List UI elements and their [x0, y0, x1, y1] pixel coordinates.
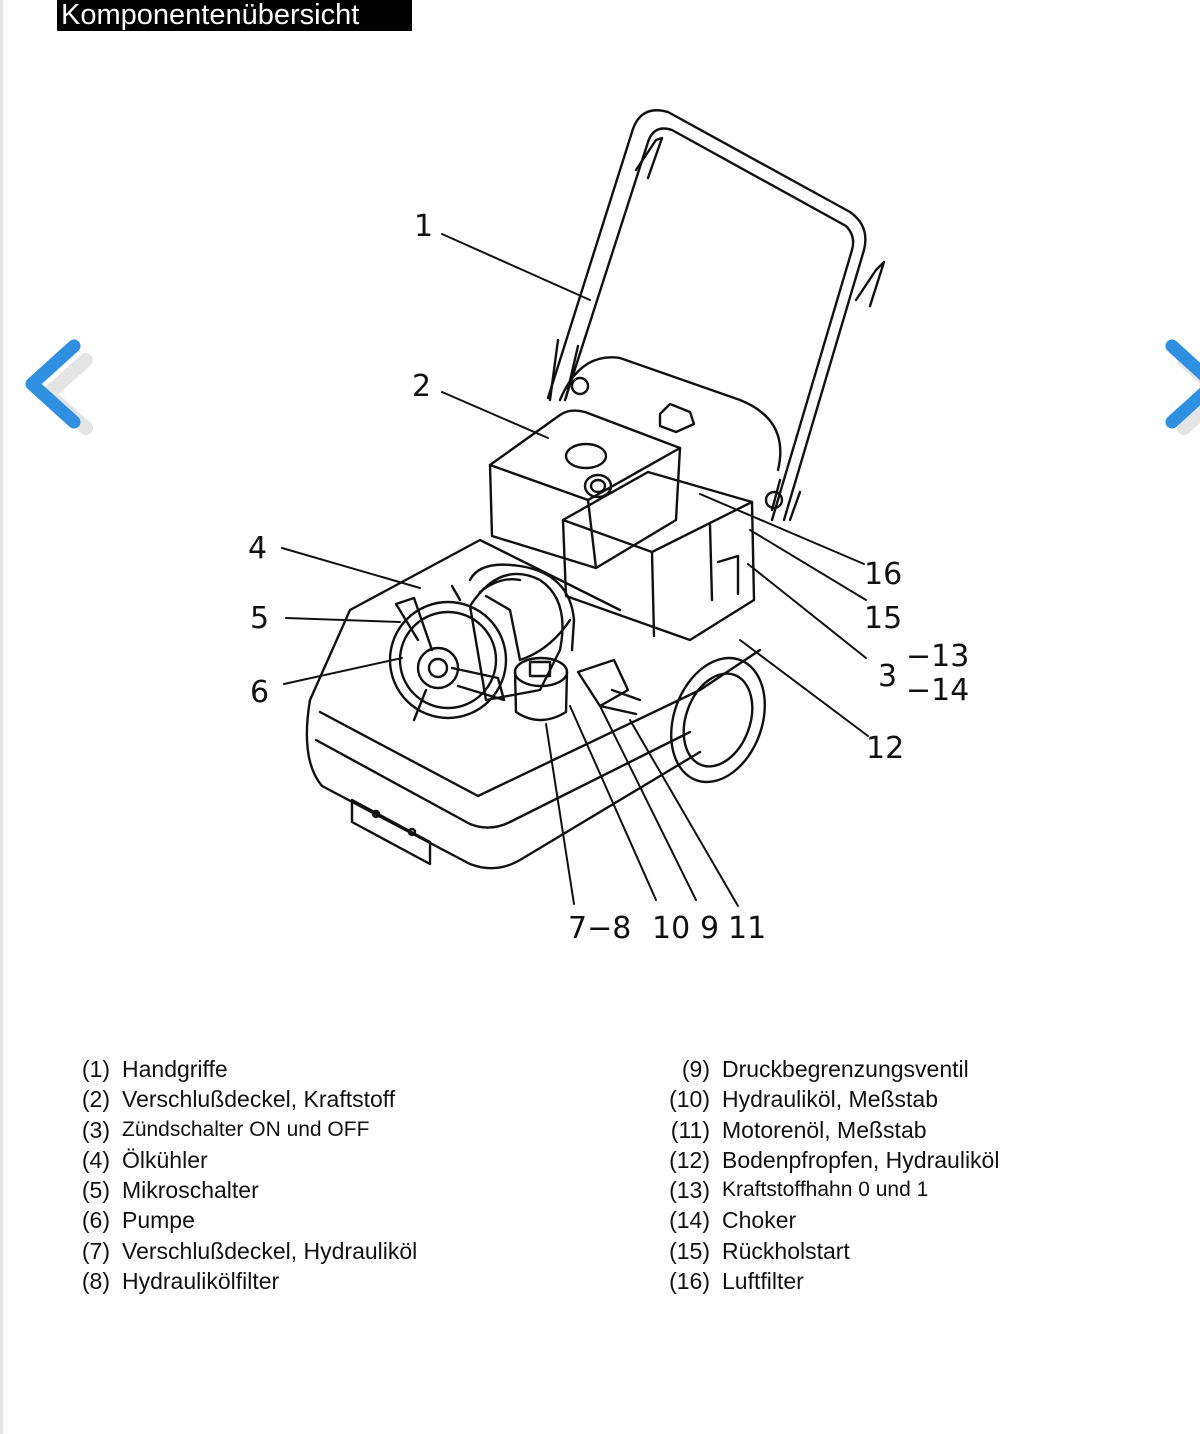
handle-frame	[546, 109, 867, 522]
callout-15: 15	[864, 601, 902, 636]
callout-12: 12	[866, 731, 904, 766]
legend-item: (6)Pumpe	[81, 1207, 195, 1234]
callout-5: 5	[250, 601, 269, 636]
prev-page-button[interactable]	[16, 332, 96, 442]
callout-16: 16	[864, 557, 902, 592]
callout-11: 11	[728, 911, 766, 946]
legend-item: (4)Ölkühler	[81, 1146, 208, 1173]
legend-item: (16)Luftfilter	[669, 1268, 804, 1295]
legend-item: (9)Druckbegrenzungsventil	[681, 1056, 969, 1082]
legend-left: (1)Handgriffe (2)Verschlußdeckel, Krafts…	[60, 1054, 417, 1296]
engine-housing	[561, 470, 756, 642]
callout-1: 1	[414, 209, 433, 244]
page-title: Komponentenübersicht	[57, 0, 412, 31]
callout-6: 6	[250, 675, 269, 710]
chevron-right-icon	[1165, 339, 1200, 435]
legend-item: (5)Mikroschalter	[81, 1177, 259, 1204]
legend-item: (15)Rückholstart	[669, 1237, 850, 1264]
handle-frame-inner	[563, 127, 855, 522]
callout-9: 9	[700, 911, 719, 946]
legend-item: (10)Hydrauliköl, Meßstab	[669, 1086, 939, 1113]
legend-item: (7)Verschlußdeckel, Hydrauliköl	[81, 1237, 418, 1264]
callout-7-8: 7−8	[568, 911, 631, 946]
chassis	[305, 538, 702, 870]
legend-item: (2)Verschlußdeckel, Kraftstoff	[81, 1086, 396, 1113]
legend-item: (14)Choker	[669, 1207, 797, 1234]
next-page-button[interactable]	[1150, 332, 1200, 442]
pump	[468, 572, 564, 702]
callout-14: −14	[906, 673, 969, 708]
callout-2: 2	[412, 369, 431, 404]
page-edge	[0, 0, 3, 1434]
legend-item: (13)Kraftstoffhahn 0 und 1	[669, 1177, 929, 1204]
legend-item: (3)Zündschalter ON und OFF	[81, 1116, 370, 1143]
lower-handle	[558, 356, 782, 472]
chevron-left-icon	[25, 339, 93, 435]
fuel-tank	[488, 409, 682, 570]
legend-item: (8)Hydraulikölfilter	[81, 1268, 280, 1295]
machine-diagram: 1 2 4 5 6 16 15 3 −13 −14 12 7−8 10 9 11	[220, 95, 1020, 975]
legend-item: (1)Handgriffe	[81, 1056, 228, 1082]
callout-4: 4	[248, 531, 267, 566]
wheel	[670, 656, 766, 784]
legend-item: (11)Motorenöl, Meßstab	[670, 1116, 927, 1143]
callout-3: 3	[878, 659, 897, 694]
legend-item: (12)Bodenpfropfen, Hydrauliköl	[669, 1146, 1000, 1173]
callout-13: −13	[906, 639, 969, 674]
legend-right: (9)Druckbegrenzungsventil (10)Hydraulikö…	[660, 1054, 999, 1296]
machine-drawing: 1 2 4 5 6 16 15 3 −13 −14 12 7−8 10 9 11	[248, 109, 969, 946]
callout-10: 10	[652, 911, 690, 946]
